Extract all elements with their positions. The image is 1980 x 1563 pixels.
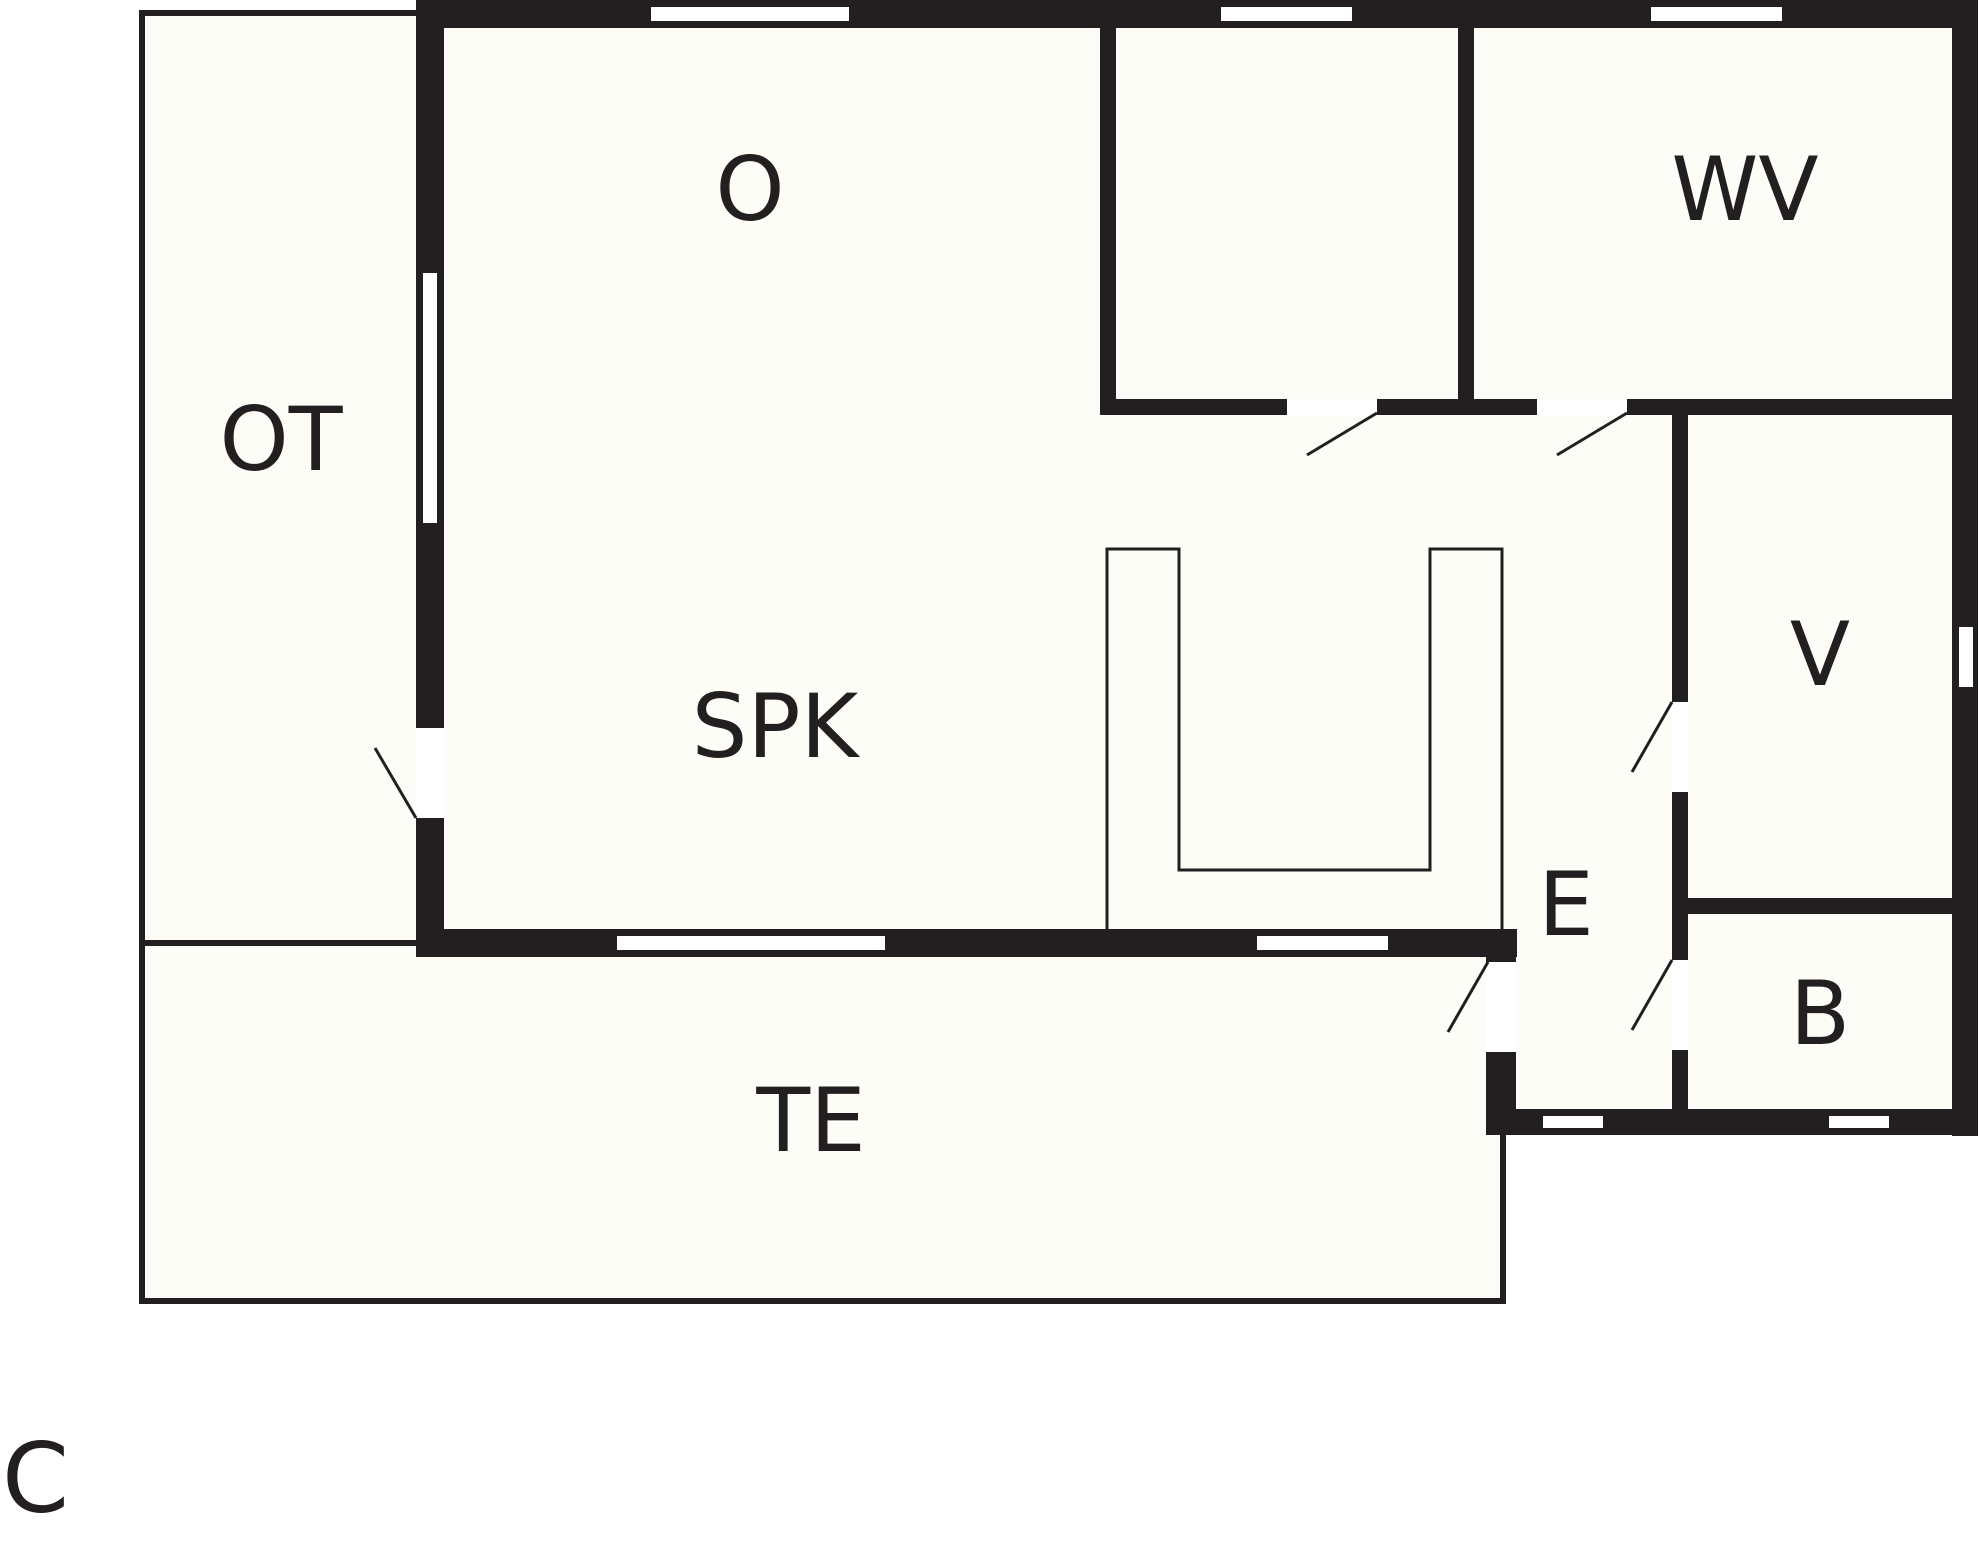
room-label-o: O (715, 138, 784, 241)
block-label: C (2, 1422, 69, 1534)
ot-area (139, 10, 423, 946)
room-label-spk: SPK (692, 675, 861, 778)
door-leaves (373, 411, 1674, 1033)
kitchen-counter (1105, 547, 1504, 935)
te-area (139, 940, 1506, 1304)
room-label-te: TE (755, 1069, 865, 1172)
building-floor (430, 13, 1965, 1123)
windows (421, 5, 1975, 1130)
room-label-ot: OT (219, 388, 343, 491)
room-label-wv: WV (1671, 138, 1818, 241)
room-label-e: E (1538, 853, 1594, 956)
room-label-v: V (1790, 603, 1850, 706)
room-label-b: B (1790, 962, 1850, 1065)
door-openings (416, 399, 1688, 1052)
